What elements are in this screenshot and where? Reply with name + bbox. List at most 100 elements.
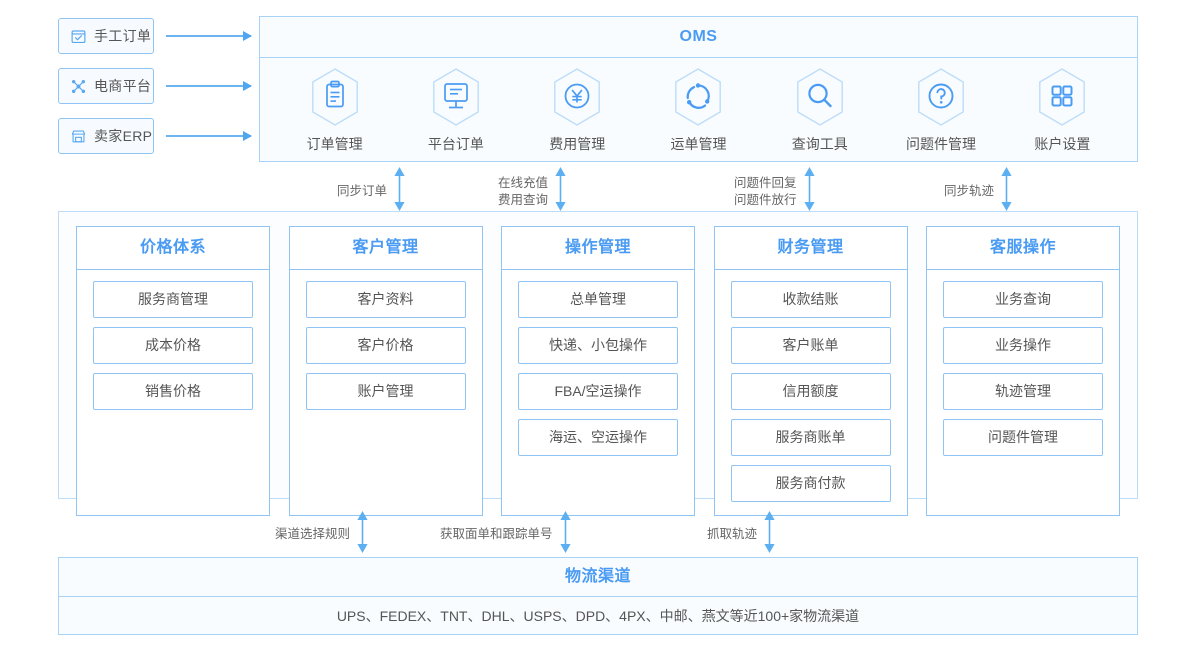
network-nodes-icon	[70, 78, 87, 95]
oms-item-problem-case-management[interactable]: 问题件管理	[886, 66, 996, 154]
oms-title: OMS	[260, 17, 1137, 58]
module-cell[interactable]: 业务操作	[943, 327, 1103, 364]
source-box-ecommerce-platform[interactable]: 电商平台	[58, 68, 154, 104]
connector-line: 同步订单	[337, 184, 388, 198]
connector-line: 在线充值	[498, 175, 549, 190]
logistics-title: 物流渠道	[59, 558, 1137, 597]
oms-item-label: 费用管理	[549, 136, 606, 152]
module-cell[interactable]: 服务商管理	[93, 281, 253, 318]
shop-icon	[70, 128, 87, 145]
column-cells: 收款结账 客户账单 信用额度 服务商账单 服务商付款	[715, 270, 907, 515]
checklist-icon	[70, 28, 87, 45]
module-cell[interactable]: 问题件管理	[943, 419, 1103, 456]
connector-problem-case-reply: 问题件回复 问题件放行	[734, 167, 816, 216]
oms-item-label: 问题件管理	[906, 136, 977, 152]
column-title: 客户管理	[289, 227, 482, 270]
module-cell[interactable]: 快递、小包操作	[518, 327, 678, 364]
oms-item-query-tool[interactable]: 查询工具	[765, 66, 875, 154]
double-arrow-icon	[356, 511, 369, 558]
connector-sync-order: 同步订单	[337, 167, 406, 216]
column-title: 客服操作	[927, 227, 1119, 270]
module-cell[interactable]: 客户价格	[305, 327, 466, 364]
module-column-customer-management: 客户管理 客户资料 客户价格 账户管理	[288, 226, 483, 516]
grid-squares-icon	[1031, 66, 1093, 128]
oms-item-label: 查询工具	[791, 136, 848, 152]
connector-line: 渠道选择规则	[275, 527, 351, 541]
column-cells: 业务查询 业务操作 轨迹管理 问题件管理	[927, 270, 1119, 469]
module-cell[interactable]: 客户资料	[305, 281, 466, 318]
connector-line: 同步轨迹	[944, 184, 995, 198]
module-cell[interactable]: 海运、空运操作	[518, 419, 678, 456]
module-cell[interactable]: 收款结账	[730, 281, 891, 318]
oms-item-label: 运单管理	[670, 136, 727, 152]
column-cells: 总单管理 快递、小包操作 FBA/空运操作 海运、空运操作	[502, 270, 694, 469]
oms-item-label: 平台订单	[427, 136, 484, 152]
logistics-channel-panel: 物流渠道 UPS、FEDEX、TNT、DHL、USPS、DPD、4PX、中邮、燕…	[58, 557, 1138, 635]
module-column-customer-service: 客服操作 业务查询 业务操作 轨迹管理 问题件管理	[926, 226, 1120, 516]
connector-line: 问题件放行	[734, 192, 797, 207]
arrow-erp-to-oms	[166, 131, 252, 141]
oms-item-account-settings[interactable]: 账户设置	[1007, 66, 1117, 154]
connector-sync-tracking: 同步轨迹	[944, 167, 1013, 216]
oms-item-platform-order[interactable]: 平台订单	[401, 66, 511, 154]
question-circle-icon	[910, 66, 972, 128]
yen-circle-icon	[546, 66, 608, 128]
module-cell[interactable]: 总单管理	[518, 281, 678, 318]
oms-item-label: 账户设置	[1034, 136, 1091, 152]
monitor-icon	[425, 66, 487, 128]
arrow-ecommerce-to-oms	[166, 81, 252, 91]
clipboard-icon	[304, 66, 366, 128]
module-cell[interactable]: 成本价格	[93, 327, 253, 364]
double-arrow-icon	[554, 167, 567, 216]
column-title: 价格体系	[77, 227, 269, 270]
connector-line: 费用查询	[498, 192, 549, 207]
oms-item-order-management[interactable]: 订单管理	[280, 66, 390, 154]
oms-panel: OMS 订单管理	[259, 16, 1138, 162]
module-column-finance-management: 财务管理 收款结账 客户账单 信用额度 服务商账单 服务商付款	[713, 226, 908, 516]
connector-labels: 同步轨迹	[944, 183, 994, 200]
oms-item-fee-management[interactable]: 费用管理	[522, 66, 632, 154]
double-arrow-icon	[559, 511, 572, 558]
module-cell[interactable]: 销售价格	[93, 373, 253, 410]
connector-online-recharge: 在线充值 费用查询	[498, 167, 567, 216]
connector-line: 获取面单和跟踪单号	[440, 527, 553, 541]
double-arrow-icon	[1000, 167, 1013, 216]
connector-line: 抓取轨迹	[707, 527, 758, 541]
connector-fetch-tracking: 抓取轨迹	[707, 511, 776, 558]
oms-item-waybill-management[interactable]: 运单管理	[643, 66, 753, 154]
refresh-cycle-icon	[667, 66, 729, 128]
search-icon	[789, 66, 851, 128]
connector-labels: 渠道选择规则	[275, 526, 350, 543]
connector-labels: 抓取轨迹	[707, 526, 757, 543]
connector-channel-selection-rule: 渠道选择规则	[275, 511, 369, 558]
oms-item-label: 订单管理	[306, 136, 363, 152]
module-cell[interactable]: 服务商付款	[730, 465, 891, 502]
module-cell[interactable]: FBA/空运操作	[518, 373, 678, 410]
source-label: 手工订单	[94, 28, 152, 44]
column-title: 操作管理	[502, 227, 694, 270]
source-box-seller-erp[interactable]: 卖家ERP	[58, 118, 154, 154]
module-cell[interactable]: 客户账单	[730, 327, 891, 364]
column-title: 财务管理	[714, 227, 907, 270]
module-cell[interactable]: 信用额度	[730, 373, 891, 410]
source-box-manual-order[interactable]: 手工订单	[58, 18, 154, 54]
arrow-manual-order-to-oms	[166, 31, 252, 41]
connector-line: 问题件回复	[734, 175, 797, 190]
connector-labels: 在线充值 费用查询	[498, 175, 548, 209]
module-cell[interactable]: 业务查询	[943, 281, 1103, 318]
logistics-description: UPS、FEDEX、TNT、DHL、USPS、DPD、4PX、中邮、燕文等近10…	[336, 608, 860, 624]
double-arrow-icon	[763, 511, 776, 558]
module-cell[interactable]: 服务商账单	[730, 419, 891, 456]
middle-modules-panel: 价格体系 服务商管理 成本价格 销售价格 客户管理 客户资料 客户价格 账户管理…	[58, 211, 1138, 516]
module-cell[interactable]: 账户管理	[305, 373, 466, 410]
column-cells: 服务商管理 成本价格 销售价格	[77, 270, 269, 423]
connector-labels: 同步订单	[337, 183, 387, 200]
module-cell[interactable]: 轨迹管理	[943, 373, 1103, 410]
double-arrow-icon	[393, 167, 406, 216]
connector-labels: 问题件回复 问题件放行	[734, 175, 797, 209]
oms-item-list: 订单管理 平台订单	[260, 58, 1137, 162]
source-label: 电商平台	[94, 78, 152, 94]
source-label: 卖家ERP	[94, 128, 153, 144]
module-column-pricing-system: 价格体系 服务商管理 成本价格 销售价格	[76, 226, 270, 516]
